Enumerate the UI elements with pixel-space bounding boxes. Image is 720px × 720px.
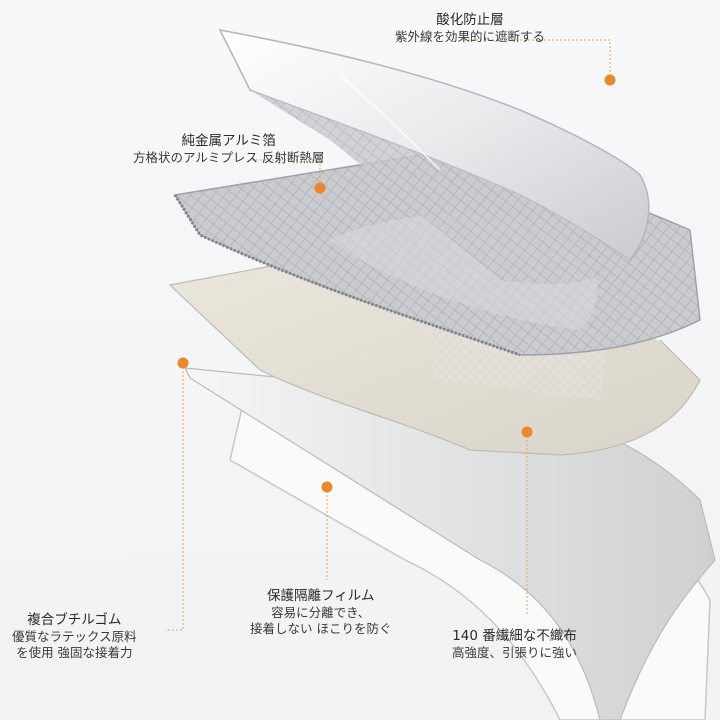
- foil-title: 純金属アルミ箔: [181, 133, 276, 149]
- film-marker-dot: [321, 481, 333, 493]
- fabric-desc: 高強度、引張りに強い: [452, 644, 578, 660]
- oxidation-title: 酸化防止層: [436, 12, 504, 28]
- fabric-title: 140 番繊細な不織布: [452, 628, 577, 644]
- foil-desc: 方格状のアルミプレス 反射断熱層: [133, 149, 325, 165]
- oxidation-marker-dot: [604, 74, 616, 86]
- film-desc-1: 容易に分離でき、: [271, 604, 371, 620]
- foil-marker-dot: [314, 182, 326, 194]
- film-label: 保護隔離フィルム 容易に分離でき、 接着しない ほこりを防ぐ: [250, 588, 391, 636]
- rubber-title: 複合ブチルゴム: [27, 612, 122, 628]
- oxidation-label: 酸化防止層 紫外線を効果的に遮断する: [395, 12, 545, 45]
- foil-label: 純金属アルミ箔 方格状のアルミプレス 反射断熱層: [133, 133, 324, 166]
- rubber-label: 複合ブチルゴム 優質なラテックス原料 を使用 強固な接着力: [12, 612, 137, 660]
- rubber-desc-1: 優質なラテックス原料: [12, 628, 137, 644]
- film-title: 保護隔離フィルム: [267, 588, 375, 604]
- rubber-marker-dot: [177, 357, 189, 369]
- oxidation-desc: 紫外線を効果的に遮断する: [395, 28, 546, 44]
- film-desc-2: 接着しない ほこりを防ぐ: [250, 620, 392, 636]
- rubber-desc-2: を使用 強固な接着力: [16, 644, 133, 660]
- fabric-label: 140 番繊細な不織布 高強度、引張りに強い: [452, 628, 577, 661]
- fabric-marker-dot: [521, 426, 533, 438]
